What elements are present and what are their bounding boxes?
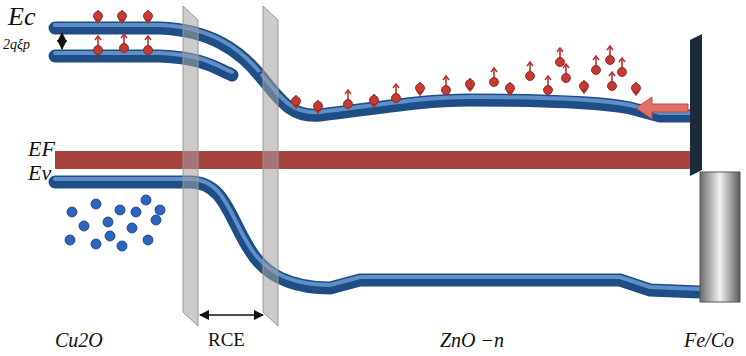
hole — [91, 199, 101, 209]
spin-arrow — [393, 84, 399, 88]
electron — [370, 96, 379, 105]
electron — [392, 94, 401, 103]
band-edge-label: Ec — [8, 4, 35, 30]
spin-arrow — [545, 76, 551, 80]
hole — [103, 217, 113, 227]
spin-arrow — [607, 46, 613, 50]
spin-arrow — [609, 72, 615, 76]
electron — [466, 80, 475, 89]
spin-arrow — [95, 36, 101, 40]
material-label: Cu2O — [55, 330, 103, 350]
hole — [105, 231, 115, 241]
material-label: ZnO −n — [440, 330, 504, 350]
electron — [94, 12, 103, 21]
electron — [592, 66, 601, 75]
electron — [120, 44, 129, 53]
electron — [490, 78, 499, 87]
hole — [115, 205, 125, 215]
spin-arrow — [527, 62, 533, 66]
hole — [131, 207, 141, 217]
splitting-label: 2qξp — [3, 38, 30, 52]
electron — [118, 12, 127, 21]
electron — [556, 58, 565, 67]
electron — [144, 46, 153, 55]
hole — [127, 223, 137, 233]
interface-plane — [183, 6, 198, 326]
electron — [94, 46, 103, 55]
electron — [144, 12, 153, 21]
ferromagnet-contact — [700, 172, 740, 302]
spin-arrow — [121, 34, 127, 38]
electron — [344, 100, 353, 109]
spin-arrow — [345, 90, 351, 94]
hole — [65, 235, 75, 245]
conduction-band — [55, 25, 690, 116]
electron — [632, 84, 641, 93]
electron — [562, 74, 571, 83]
region-label: RCE — [208, 330, 245, 349]
band-edge-label: Ev — [28, 162, 51, 184]
interface-plane — [263, 6, 278, 326]
electron — [506, 84, 515, 93]
hole — [141, 195, 151, 205]
split-arrow — [61, 33, 63, 49]
spin-arrow — [593, 56, 599, 60]
electron — [526, 72, 535, 81]
hole — [151, 215, 161, 225]
electron — [608, 82, 617, 91]
electron — [606, 56, 615, 65]
electron — [292, 97, 301, 106]
spin-arrow — [145, 36, 151, 40]
fermi-label: EF — [28, 138, 55, 160]
tunnel-barrier — [690, 34, 702, 176]
electron — [580, 82, 589, 91]
injection-arrow — [636, 97, 688, 119]
material-label: Fe/Co — [684, 330, 734, 350]
hole — [117, 241, 127, 251]
electron — [618, 68, 627, 77]
spin-arrow — [443, 76, 449, 80]
spin-arrow — [491, 68, 497, 72]
electron — [314, 102, 323, 111]
electron — [442, 86, 451, 95]
hole — [91, 239, 101, 249]
hole — [155, 205, 165, 215]
hole — [67, 207, 77, 217]
hole — [143, 235, 153, 245]
carriers — [65, 10, 641, 251]
electron — [416, 84, 425, 93]
fermi-level — [55, 151, 700, 169]
width-arrow — [200, 314, 263, 316]
valence-band — [55, 179, 700, 292]
electron — [544, 86, 553, 95]
spin-arrow — [557, 48, 563, 52]
hole — [79, 221, 89, 231]
spin-arrow — [619, 58, 625, 62]
